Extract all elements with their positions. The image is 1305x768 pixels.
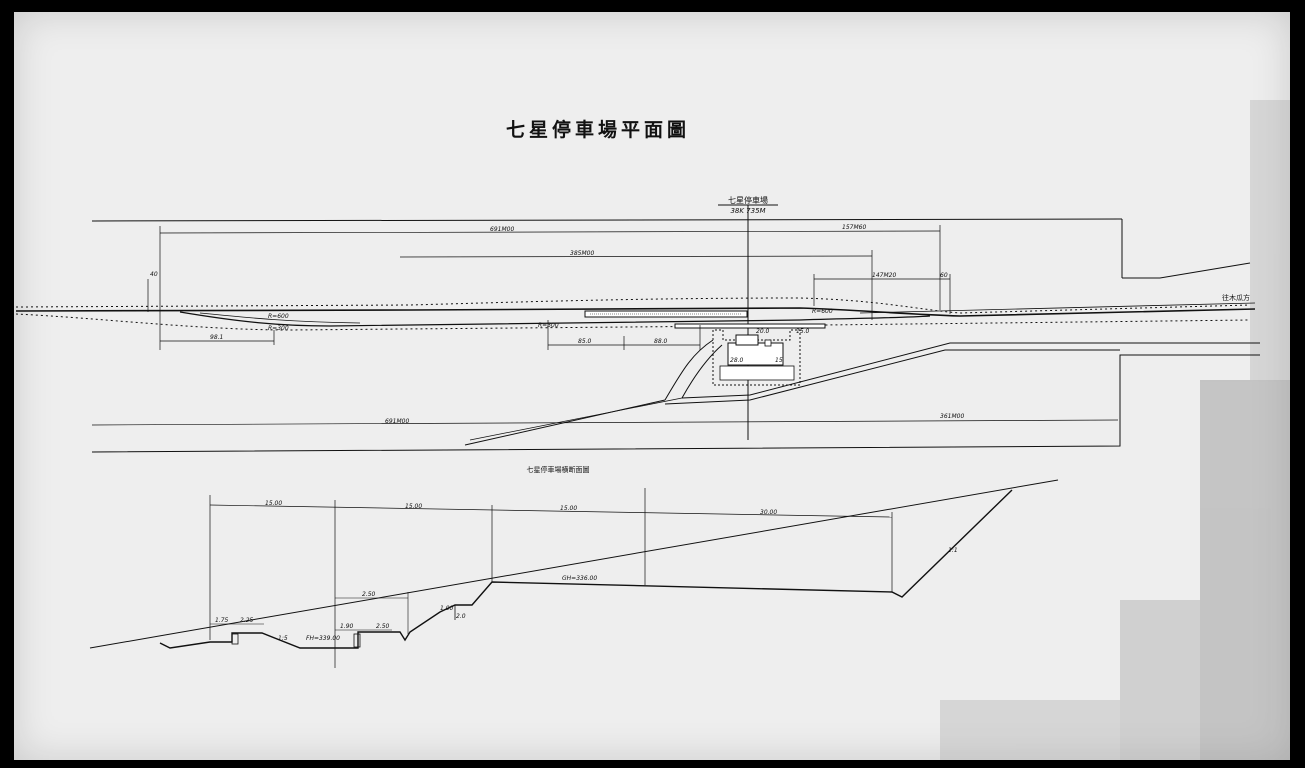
station-building-annex bbox=[735, 334, 759, 346]
access-road-right-edge bbox=[681, 344, 723, 399]
station-forecourt bbox=[719, 365, 795, 381]
plan-dimension-labels: 691M00 157M60 385M00 147M20 60 40 98.1 8… bbox=[150, 224, 964, 425]
original-ground-line bbox=[89, 479, 1059, 649]
station-toilet bbox=[764, 339, 772, 347]
section-text-fh: FH=339.00 bbox=[306, 635, 340, 642]
embankment-top-dotted bbox=[15, 297, 1251, 314]
section-text-mid-1: 2.50 bbox=[362, 591, 376, 598]
dim-line-top-3 bbox=[399, 255, 873, 258]
section-dimension-labels: 15.00 15.00 15.00 30.00 2.50 1.75 2.25 1… bbox=[215, 500, 958, 642]
section-text-low-3: 1.90 bbox=[340, 623, 354, 630]
main-track-parallel bbox=[859, 302, 1256, 314]
dim-text-lower-2: 85.0 bbox=[578, 338, 592, 345]
building-text-3: 20.0 bbox=[756, 328, 770, 335]
station-label: 七星停車場 bbox=[728, 195, 768, 205]
section-text-top-1: 15.00 bbox=[265, 500, 282, 507]
site-boundary-right-top-ext bbox=[1122, 262, 1251, 279]
dim-text-left-vertical: 40 bbox=[150, 271, 158, 278]
main-road-lower bbox=[664, 349, 1120, 405]
building-text-2: 15 bbox=[775, 357, 783, 364]
dim-text-lower-1: 98.1 bbox=[210, 334, 223, 341]
embankment-bottom-dotted bbox=[15, 313, 1251, 331]
dim-text-bottom-2: 361M00 bbox=[940, 413, 964, 420]
station-yard-outline bbox=[712, 329, 801, 386]
section-text-edge: 1.00 bbox=[440, 605, 454, 612]
dim-text-top-2: 157M60 bbox=[842, 224, 866, 231]
main-road-upper bbox=[681, 342, 1260, 399]
section-text-top-2: 15.00 bbox=[405, 503, 422, 510]
building-text-4: 15.0 bbox=[796, 328, 810, 335]
drawing-paper bbox=[14, 12, 1290, 760]
dim-text-lower-3: 88.0 bbox=[654, 338, 668, 345]
right-terminus-label: 往木瓜方 bbox=[1222, 293, 1250, 302]
access-road-left-edge bbox=[664, 339, 714, 401]
section-dim-top bbox=[209, 504, 893, 518]
siding-track bbox=[179, 311, 931, 327]
section-text-top-3: 15.00 bbox=[560, 505, 577, 512]
dim-text-top-4: 147M20 bbox=[872, 272, 896, 279]
dim-line-top-1 bbox=[159, 230, 941, 234]
dim-text-small-right: 60 bbox=[940, 272, 948, 279]
section-text-low-2: 2.25 bbox=[240, 617, 254, 624]
siding-track-branch bbox=[199, 312, 361, 324]
dim-text-bottom-1: 691M00 bbox=[385, 418, 409, 425]
access-road-diagonal-2 bbox=[469, 397, 683, 441]
left-ditch bbox=[231, 633, 239, 645]
lower-platform bbox=[674, 323, 826, 329]
site-boundary-bottom bbox=[91, 354, 1260, 453]
dim-text-top-3: 385M00 bbox=[570, 250, 594, 257]
section-title: 七星停車場横断面圖 bbox=[527, 465, 590, 474]
section-text-slope-right: 1:1 bbox=[948, 547, 958, 554]
section-text-low-1: 1.75 bbox=[215, 617, 229, 624]
dim-text-top-1: 691M00 bbox=[490, 226, 514, 233]
formation-profile bbox=[159, 489, 1013, 649]
section-text-gh: GH=336.00 bbox=[562, 575, 597, 582]
site-boundary-top bbox=[91, 218, 1123, 222]
radius-text-left-2: R=300 bbox=[268, 325, 289, 332]
dim-line-bottom bbox=[91, 419, 1119, 426]
main-track bbox=[15, 307, 1256, 317]
building-text-1: 28.0 bbox=[730, 357, 744, 364]
section-text-low-4: 2.50 bbox=[376, 623, 390, 630]
section-text-top-4: 30.00 bbox=[760, 509, 777, 516]
section-text-small: 2.0 bbox=[456, 613, 466, 620]
radius-text-mid: R=300 bbox=[538, 322, 559, 329]
radius-text-right: R=600 bbox=[812, 308, 833, 315]
cross-section bbox=[89, 479, 1059, 668]
center-ditch bbox=[353, 633, 361, 648]
drawing-title: 七星停車場平面圖 bbox=[506, 118, 690, 141]
plan-view bbox=[15, 205, 1260, 453]
radius-text-left-1: R=600 bbox=[268, 313, 289, 320]
section-text-slope-left: 1:5 bbox=[278, 635, 288, 642]
paper-stain bbox=[940, 100, 1290, 760]
